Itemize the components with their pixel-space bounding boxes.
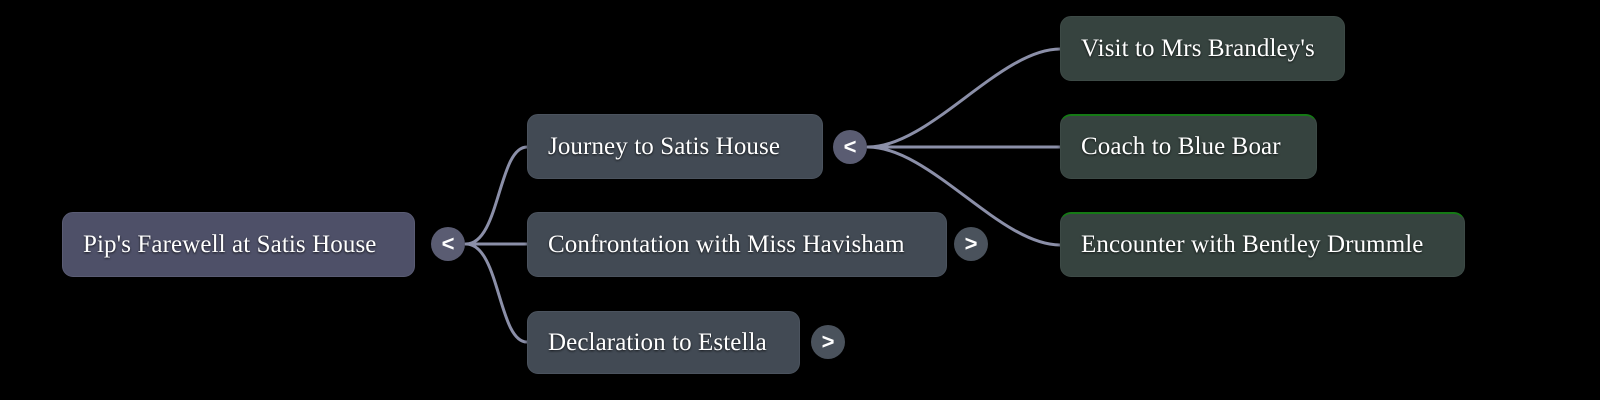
edge-root-to-declaration-to-estella	[464, 242, 529, 344]
node-branch-confrontation[interactable]: Confrontation with Miss Havisham	[527, 212, 947, 277]
node-root-label: Pip's Farewell at Satis House	[83, 230, 377, 258]
collapse-toggle-journey[interactable]: <	[833, 130, 867, 164]
expand-toggle-confrontation[interactable]: >	[954, 227, 988, 261]
node-leaf-coach-blue-boar-label: Coach to Blue Boar	[1081, 133, 1281, 161]
node-root[interactable]: Pip's Farewell at Satis House	[62, 212, 415, 277]
node-leaf-visit-brandleys-label: Visit to Mrs Brandley's	[1081, 34, 1315, 62]
node-branch-declaration[interactable]: Declaration to Estella	[527, 311, 800, 374]
chevron-left-icon: <	[441, 230, 455, 256]
node-leaf-visit-brandleys[interactable]: Visit to Mrs Brandley's	[1060, 16, 1345, 81]
chevron-right-icon: >	[964, 230, 978, 256]
expand-toggle-declaration[interactable]: >	[811, 325, 845, 359]
edge-journey-to-visit-mrs-brandleys	[866, 47, 1062, 149]
node-leaf-encounter-drummle-label: Encounter with Bentley Drummle	[1081, 231, 1424, 259]
edge-root-to-journey-to-satis-house	[464, 145, 529, 246]
node-leaf-coach-blue-boar[interactable]: Coach to Blue Boar	[1060, 114, 1317, 179]
node-branch-confrontation-label: Confrontation with Miss Havisham	[548, 230, 905, 258]
node-branch-journey[interactable]: Journey to Satis House	[527, 114, 823, 179]
collapse-toggle-root[interactable]: <	[431, 227, 465, 261]
chevron-right-icon: >	[821, 328, 835, 354]
node-leaf-encounter-drummle[interactable]: Encounter with Bentley Drummle	[1060, 212, 1465, 277]
chevron-left-icon: <	[843, 133, 857, 159]
node-branch-journey-label: Journey to Satis House	[548, 132, 781, 160]
node-branch-declaration-label: Declaration to Estella	[548, 328, 767, 356]
